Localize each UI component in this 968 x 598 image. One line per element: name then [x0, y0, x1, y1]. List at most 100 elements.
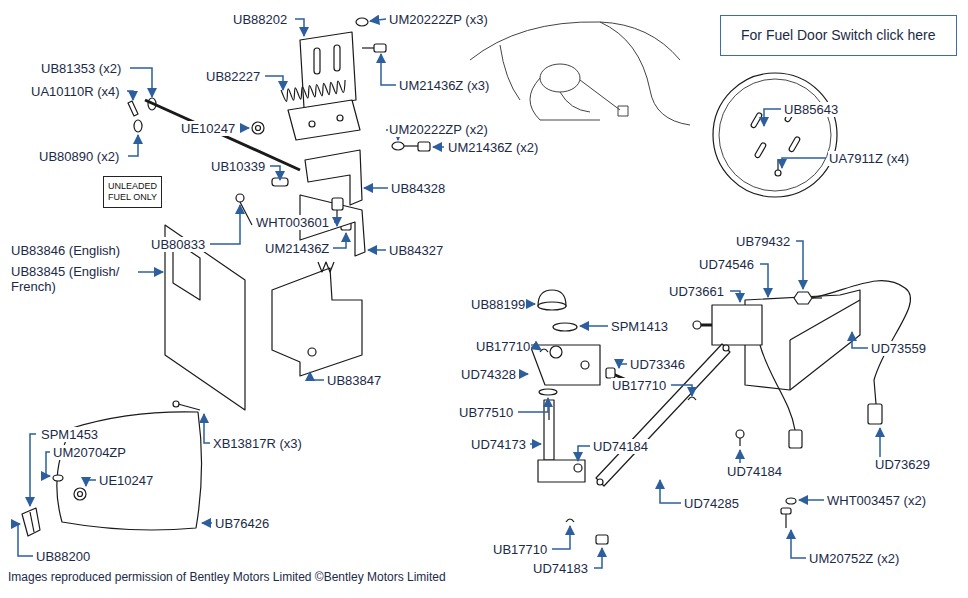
screw — [418, 142, 430, 151]
pivot-bracket — [530, 345, 600, 385]
leader-arrow — [127, 91, 133, 100]
washer — [786, 498, 796, 504]
shaft — [544, 400, 554, 460]
grommet — [74, 488, 86, 500]
warning-sticker: UNLEADED FUEL ONLY — [103, 176, 162, 208]
screw — [178, 404, 200, 410]
washer — [356, 18, 368, 26]
leader-arrow — [30, 434, 36, 506]
wire — [760, 345, 795, 430]
part-number: UM21436Z (x3) — [398, 78, 490, 93]
wire — [760, 345, 795, 430]
cotter-pin — [128, 101, 138, 116]
part-number: UB88202 — [232, 12, 288, 27]
leader-arrow — [799, 499, 824, 501]
part-number: UD74184 — [592, 439, 649, 454]
pin — [739, 438, 740, 446]
part-number: UM21436Z — [264, 241, 330, 256]
screw — [362, 47, 374, 48]
washer — [53, 475, 63, 481]
rod — [240, 202, 252, 225]
cap — [538, 290, 566, 310]
leader-arrow — [760, 264, 768, 297]
leader-arrow — [18, 19, 880, 568]
washer — [539, 389, 557, 395]
leader-arrow — [530, 303, 535, 305]
grommet — [78, 492, 83, 497]
filler-sketch — [530, 78, 600, 120]
part-number: UB83847 — [326, 373, 382, 388]
screw — [781, 508, 791, 528]
bolt — [606, 368, 615, 378]
leader-arrow — [210, 205, 240, 244]
spring — [281, 80, 345, 101]
bolt — [332, 198, 343, 224]
link-rod — [597, 479, 603, 485]
part-number: UE10247 — [98, 473, 154, 488]
leader-arrow — [265, 76, 283, 90]
screw — [173, 401, 200, 410]
leader-arrow — [295, 19, 304, 36]
pin — [574, 464, 582, 472]
part-number: UB79432 — [735, 234, 791, 249]
leader-arrow — [270, 166, 280, 180]
part-number: UB84328 — [390, 181, 446, 196]
grommet — [252, 122, 264, 134]
hinge-plate — [288, 100, 360, 140]
part-number: UB84327 — [388, 243, 444, 258]
filler-sketch — [560, 92, 590, 112]
part-number: UD73346 — [629, 357, 686, 372]
clip — [540, 349, 696, 522]
part-number: UB85643 — [783, 102, 839, 117]
pivot-bracket — [581, 361, 589, 369]
part-number: UM21436Z (x2) — [447, 140, 539, 155]
part-number: UB10339 — [210, 159, 266, 174]
screw — [374, 44, 386, 52]
leader-arrow — [138, 271, 163, 273]
leader-arrow — [594, 548, 602, 568]
leader-arrow — [204, 414, 210, 443]
leader-arrow — [578, 446, 590, 461]
clip — [688, 397, 696, 400]
part-number: WHT003457 (x2) — [826, 493, 927, 508]
mounting-plate — [750, 112, 762, 128]
nut — [794, 292, 812, 304]
bracket — [272, 268, 362, 376]
link-rod — [723, 345, 729, 351]
shaft — [538, 460, 585, 482]
part-number: UD73629 — [874, 457, 931, 472]
hinge-plate — [288, 32, 360, 140]
washer — [53, 475, 63, 481]
bracket — [272, 150, 365, 376]
leader-arrow — [86, 480, 96, 486]
leader-arrow — [18, 524, 33, 556]
leader-arrow — [310, 372, 324, 380]
part-number: SPM1453 — [40, 427, 99, 442]
screw — [404, 145, 418, 146]
leader-arrow — [730, 291, 740, 302]
part-number: UB82227 — [205, 69, 261, 84]
copyright-caption: Images reproduced permission of Bentley … — [8, 570, 446, 584]
solenoid-bracket — [790, 300, 860, 340]
link-rod — [596, 344, 730, 486]
spring-clip — [318, 262, 334, 272]
part-number: UE10247 — [180, 121, 236, 136]
leader-arrow — [852, 332, 868, 348]
part-number: WHT003601 — [255, 215, 330, 230]
pivot-bracket — [530, 345, 600, 385]
spring-clip — [318, 262, 334, 272]
part-number: UD74183 — [532, 561, 589, 576]
solenoid-bracket — [789, 340, 790, 390]
label-panel — [165, 225, 245, 410]
mounting-plate — [713, 73, 837, 197]
part-number: UB77510 — [458, 405, 514, 420]
washer — [786, 498, 796, 504]
leader-arrow — [879, 428, 881, 457]
screw — [173, 401, 179, 407]
leader-arrow — [128, 135, 138, 156]
filler-sketch — [470, 22, 690, 125]
leader-arrow — [764, 109, 781, 126]
connector — [789, 404, 882, 448]
washer — [134, 18, 404, 150]
leader-arrow — [660, 480, 681, 503]
